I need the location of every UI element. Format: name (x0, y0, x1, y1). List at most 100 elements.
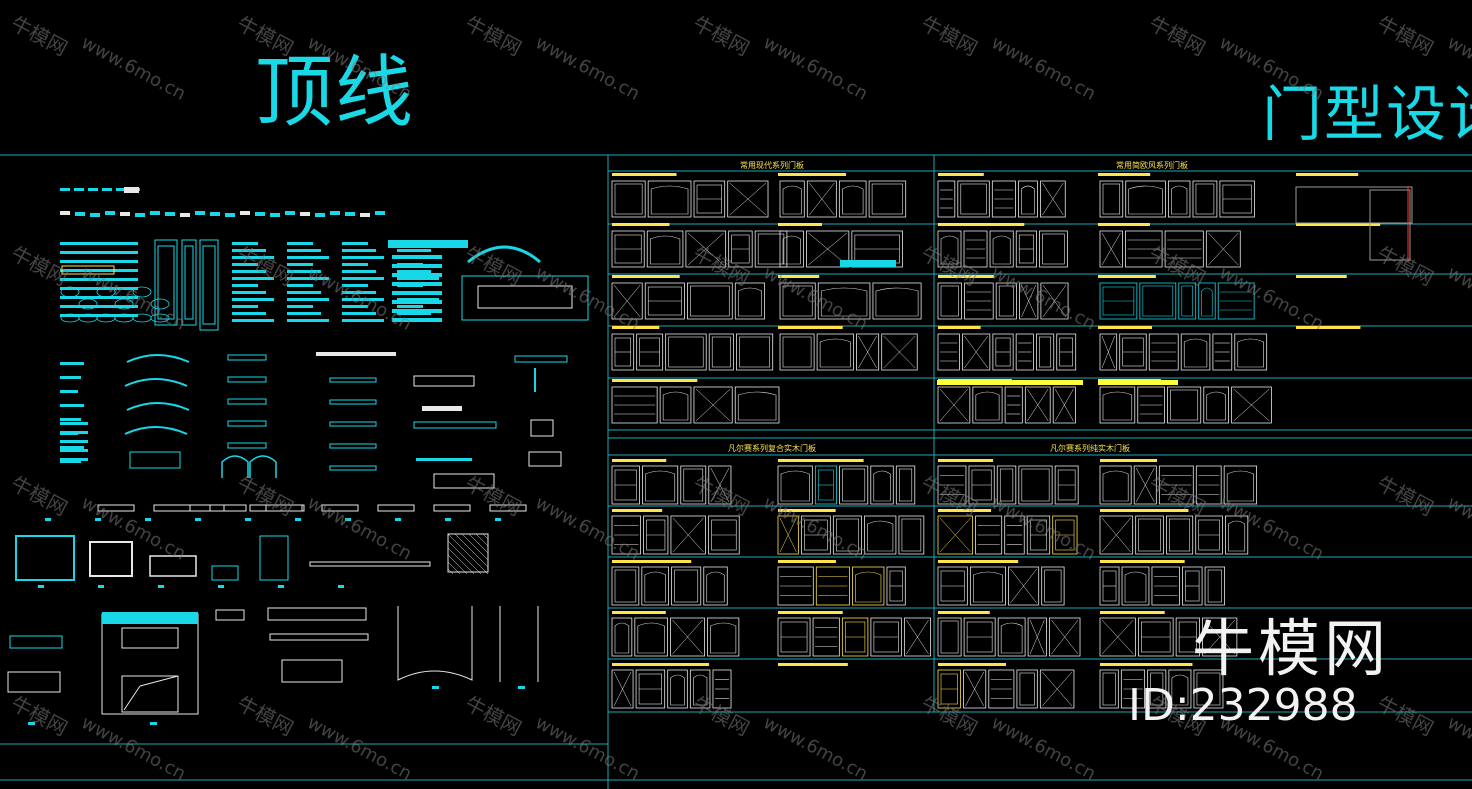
door-panel (1018, 180, 1038, 218)
door-arch (940, 235, 959, 265)
crown-molding (287, 270, 321, 273)
crown-molding (342, 291, 376, 294)
lattice-line (447, 540, 482, 575)
door-panel (1148, 333, 1179, 371)
section-title-modern-doors: 常用现代系列门板 (740, 161, 804, 170)
door-frame (1369, 189, 1411, 261)
molding-profile (329, 443, 377, 449)
column-inner (202, 245, 216, 325)
arch-panel (129, 451, 181, 469)
door-inner (614, 183, 643, 215)
molding-white (422, 406, 462, 411)
door-inner (739, 336, 771, 368)
door-panel (969, 566, 1006, 606)
door-hatch (729, 182, 767, 216)
crown-molding (342, 277, 384, 280)
door-inner (1170, 389, 1199, 421)
door-panel (611, 333, 635, 371)
door-panel (1125, 230, 1163, 268)
cad-label-text (938, 560, 1019, 563)
cad-label-text (612, 611, 666, 614)
crown-molding (342, 284, 368, 287)
door-panel (611, 669, 634, 709)
door-inner (940, 620, 959, 654)
tag-marker (445, 518, 451, 521)
tag-marker (245, 518, 251, 521)
door-panel (635, 669, 666, 709)
door-hatch (1101, 232, 1121, 266)
molding-small (60, 418, 81, 421)
molding-profile (270, 213, 280, 217)
ornament-carving (60, 286, 80, 298)
section-title-series-composite: 凡尔赛系列复合实木门板 (728, 444, 816, 453)
door-arch (1021, 185, 1035, 215)
molding-profile (227, 354, 267, 361)
crown-molding (232, 312, 266, 315)
door-hatch (672, 619, 703, 655)
crown-molding (397, 277, 439, 280)
crown-molding (342, 263, 368, 266)
door-panel (864, 515, 897, 555)
door-panel (903, 617, 931, 657)
molding-small (60, 460, 81, 463)
door-hatch (809, 182, 835, 216)
door-panel (708, 515, 740, 555)
crown-molding (342, 249, 376, 252)
door-inner (782, 285, 813, 317)
molding-small (60, 449, 88, 452)
column-pilaster (199, 239, 219, 331)
lattice-line (454, 533, 489, 568)
molding-profile (240, 211, 250, 215)
door-panel (1040, 282, 1069, 320)
cad-label-text (612, 663, 710, 666)
door-panel (1137, 386, 1165, 424)
molding-profile (345, 212, 355, 216)
door-arch (737, 287, 762, 317)
tag-marker (95, 518, 101, 521)
molding-strip (269, 633, 369, 641)
cad-label-text (1100, 663, 1193, 666)
door-inner (1169, 518, 1191, 552)
door-panel (1099, 333, 1118, 371)
door-arch (875, 287, 919, 317)
door-hatch (906, 619, 929, 655)
door-panel (937, 230, 962, 268)
door-panel (972, 386, 1003, 424)
tag-marker (495, 518, 501, 521)
fireplace-panel (121, 627, 179, 649)
cad-label-text (778, 173, 847, 176)
molding-profile (150, 211, 160, 215)
crown-molding (392, 318, 442, 322)
cad-label-text (938, 223, 1025, 226)
tag-marker (345, 518, 351, 521)
door-panel (895, 465, 916, 505)
cad-label-text (938, 326, 981, 329)
door-panel (1167, 180, 1191, 218)
molding-bar (377, 504, 415, 512)
cad-label-text (778, 611, 843, 614)
door-panel (852, 566, 885, 606)
molding-strip (60, 278, 138, 281)
cad-label-text (612, 459, 667, 462)
door-inner (1019, 672, 1035, 706)
molding-small (60, 404, 84, 407)
door-hatch (1021, 284, 1037, 318)
decorative-panel (461, 275, 589, 321)
crown-molding (232, 284, 258, 287)
molding-profile (225, 213, 235, 217)
molding-bar (249, 504, 305, 512)
door-panel (1203, 386, 1230, 424)
door-panel (693, 386, 733, 424)
door-inner (757, 233, 785, 265)
door-panel (997, 617, 1026, 657)
door-panel (1120, 669, 1146, 709)
tag-marker (278, 585, 284, 588)
door-panel (689, 669, 711, 709)
door-panel (736, 333, 774, 371)
door-panel (712, 669, 732, 709)
door-arch (1206, 391, 1226, 421)
door-panel (1202, 617, 1238, 657)
door-inner (940, 285, 959, 317)
cad-label-text (1098, 275, 1156, 278)
